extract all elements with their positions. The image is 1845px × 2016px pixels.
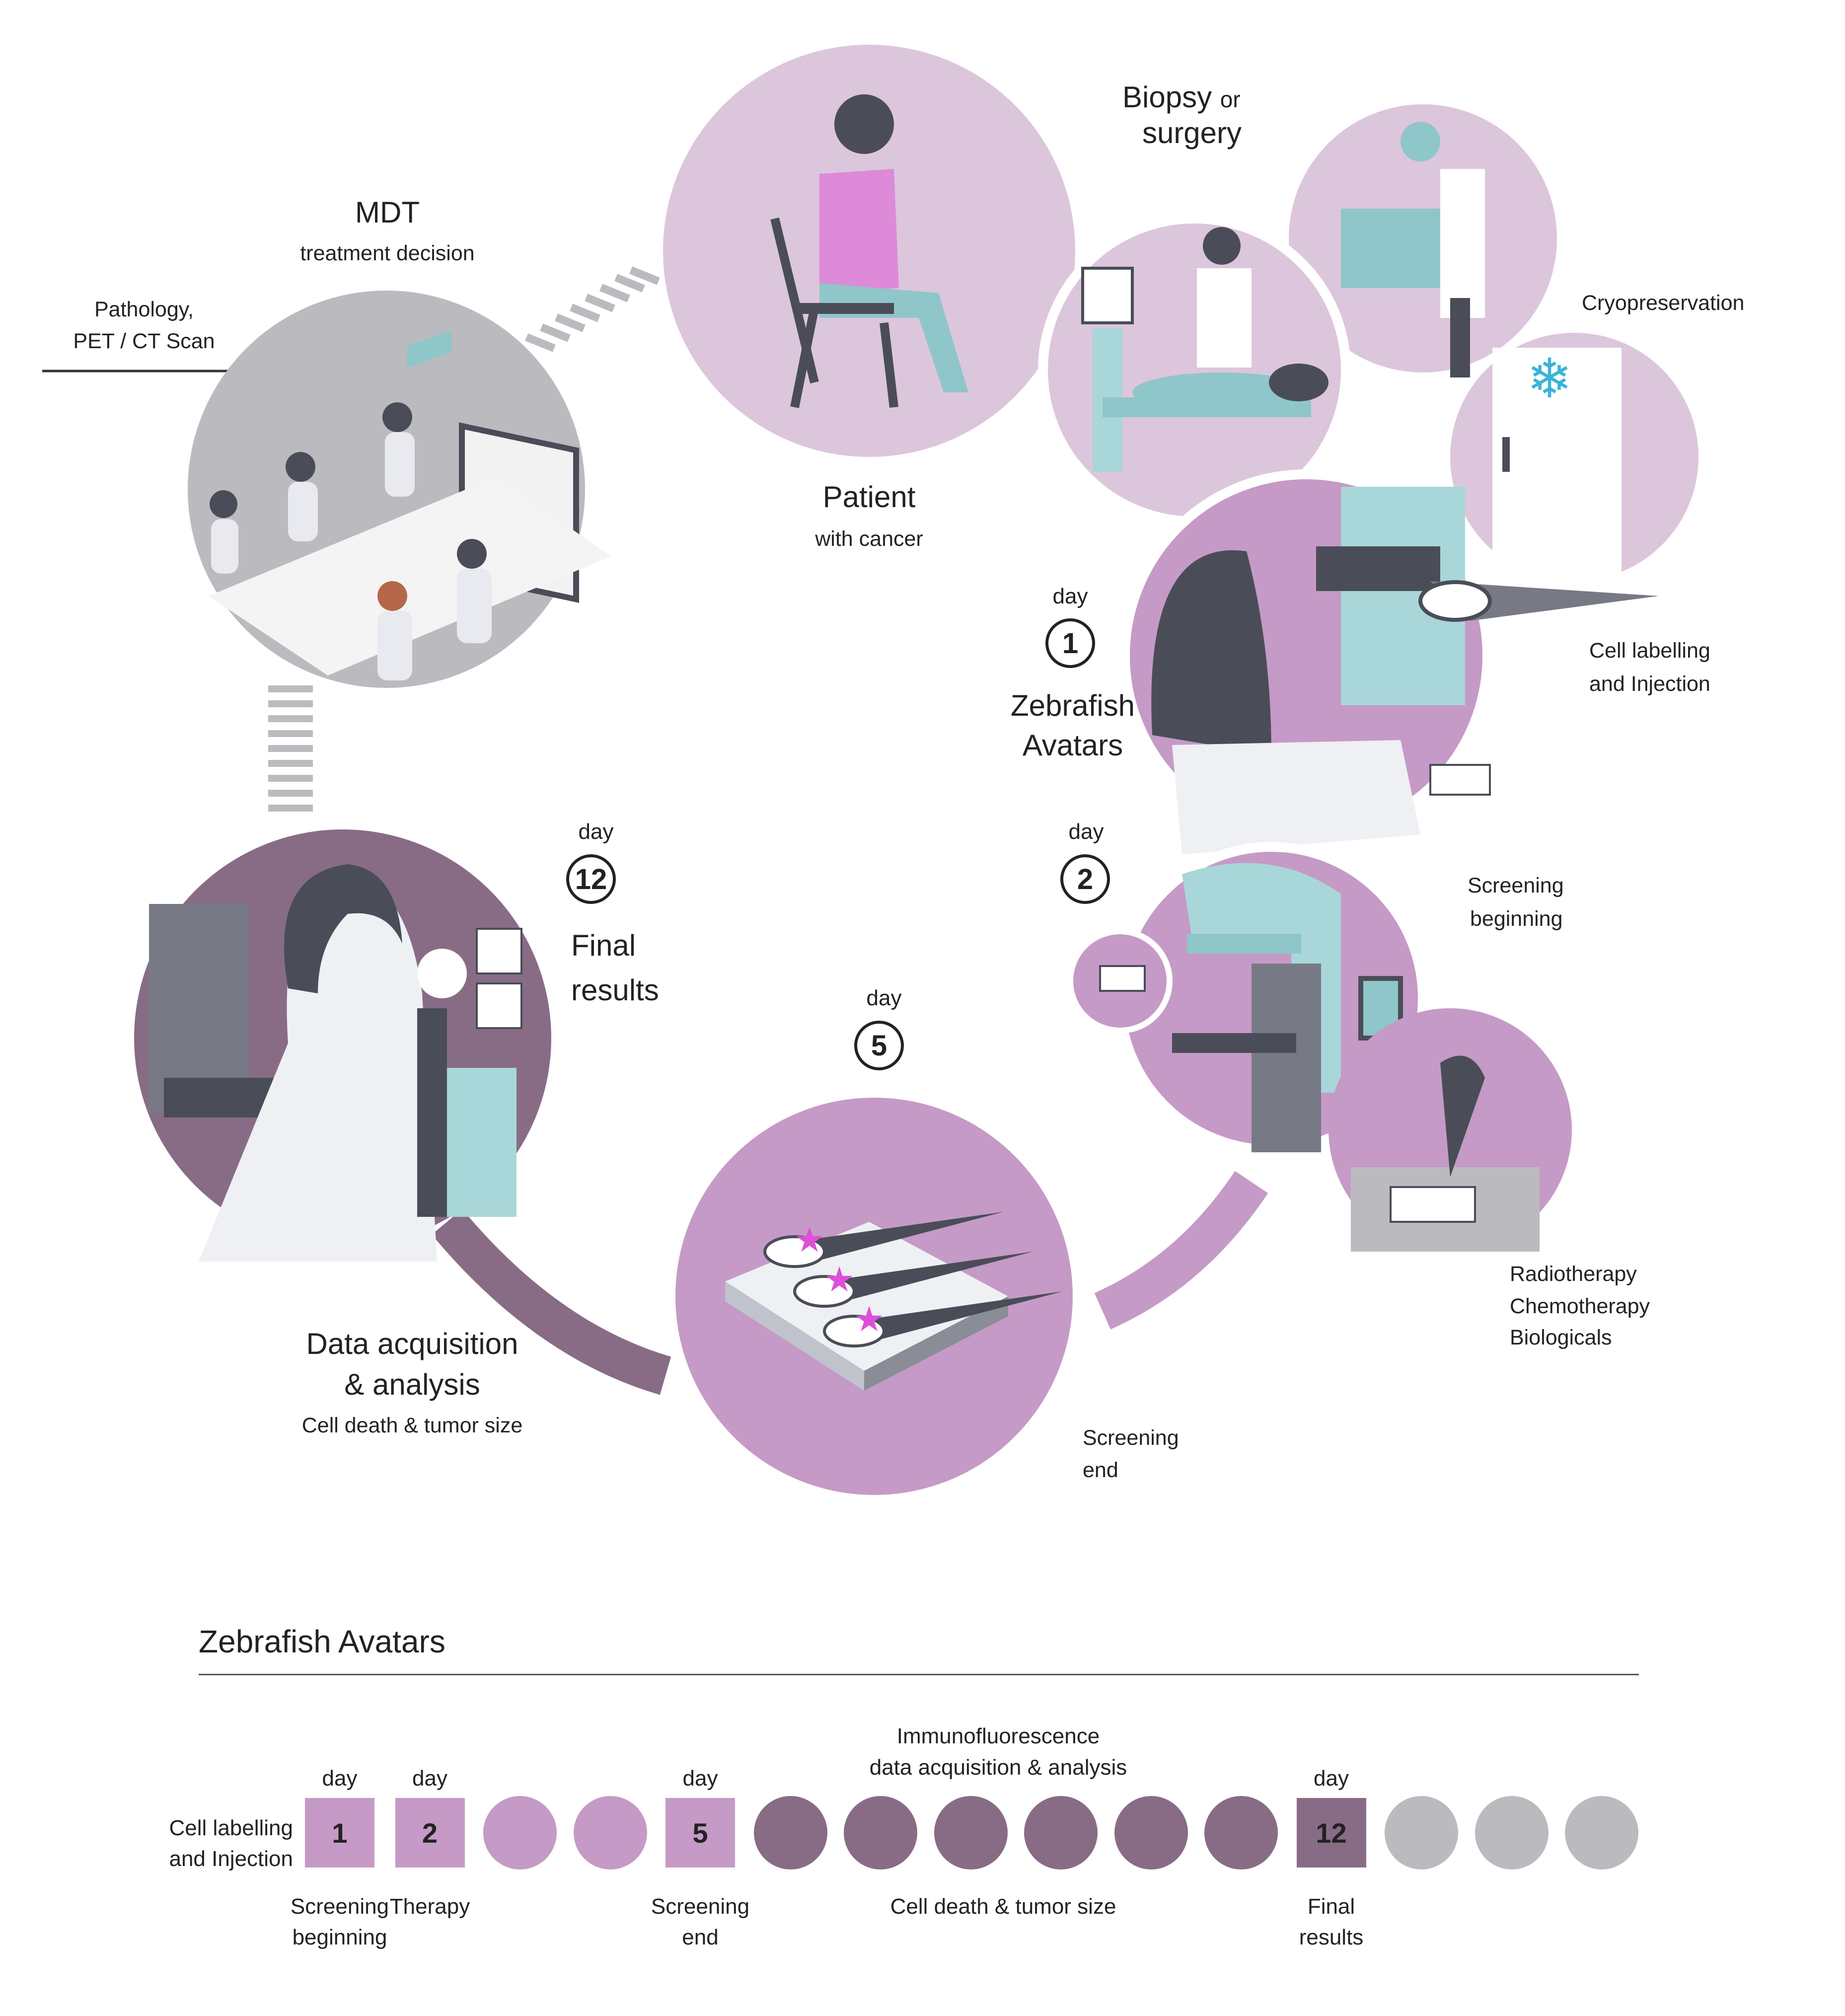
timeline-day-dot	[844, 1796, 917, 1869]
mdt-title: MDT	[355, 196, 420, 229]
timeline-immuno-line2: data acquisition & analysis	[869, 1755, 1127, 1780]
timeline-day-box: 5	[665, 1798, 735, 1867]
svg-text:❄: ❄	[1527, 347, 1572, 410]
pathology-label-line1: Pathology,	[94, 298, 194, 321]
timeline-day-box: 1	[305, 1798, 374, 1867]
timeline-day-word: day	[1314, 1766, 1349, 1791]
timeline-immuno-line1: Immunofluorescence	[896, 1724, 1100, 1748]
screening-end-label-line1: Screening	[1083, 1426, 1179, 1450]
timeline-day-word: day	[412, 1766, 447, 1791]
svg-text:★: ★	[794, 1219, 825, 1260]
mdt-meeting-illustration	[188, 291, 611, 688]
therapy-label-line1: Radiotherapy	[1510, 1262, 1637, 1286]
timeline-step-caption: Screening	[290, 1894, 389, 1919]
timeline-day-dot	[1024, 1796, 1098, 1869]
svg-text:★: ★	[854, 1299, 885, 1340]
timeline-day-dot	[573, 1796, 647, 1869]
avatars-label-line2: Avatars	[1022, 729, 1123, 762]
timeline-start-label-line1: Cell labelling	[169, 1816, 293, 1840]
timeline-day-dot	[1475, 1796, 1549, 1869]
biopsy-word: Biopsy	[1122, 80, 1212, 114]
screening-begin-day-badge: 2	[1060, 854, 1110, 904]
analysis-label-line1: Data acquisition	[306, 1327, 518, 1360]
timeline-step-caption: beginning	[292, 1925, 387, 1949]
biopsy-label-line2: surgery	[1142, 116, 1242, 149]
timeline-day-dot	[1385, 1796, 1458, 1869]
final-label-line1: Final	[571, 929, 636, 962]
timeline-step-caption: Final	[1307, 1894, 1355, 1919]
cryopreservation-illustration: ❄	[1450, 333, 1698, 581]
timeline-day-dot	[1114, 1796, 1188, 1869]
screening-begin-label-line2: beginning	[1470, 907, 1563, 931]
final-day-badge: 12	[566, 854, 616, 904]
timeline-divider	[199, 1674, 1639, 1675]
therapy-label-line3: Biologicals	[1510, 1326, 1612, 1349]
avatars-day-word: day	[1052, 584, 1088, 608]
timeline-step-caption: Screening	[651, 1894, 750, 1919]
timeline-step-caption: end	[682, 1925, 719, 1949]
injection-label-line1: Cell labelling	[1589, 639, 1710, 663]
timeline-step-caption: Therapy	[389, 1894, 470, 1919]
therapy-label-line2: Chemotherapy	[1510, 1294, 1650, 1318]
analysis-label-line2: & analysis	[344, 1368, 480, 1401]
timeline-day-dot	[934, 1796, 1008, 1869]
screening-begin-label-line1: Screening	[1468, 874, 1564, 897]
injection-illustration	[1120, 469, 1659, 854]
avatars-day-badge: 1	[1045, 618, 1095, 668]
dashed-connectors	[268, 266, 660, 812]
screening-end-day-badge: 5	[854, 1021, 904, 1070]
timeline-cell-death-label: Cell death & tumor size	[890, 1894, 1116, 1919]
avatars-label-line1: Zebrafish	[1010, 689, 1135, 722]
timeline-day-dot	[1204, 1796, 1278, 1869]
final-day-word: day	[578, 820, 614, 844]
screening-end-illustration: ★ ★ ★	[665, 1088, 1083, 1505]
analysis-illustration	[134, 829, 551, 1262]
screening-end-label-line2: end	[1083, 1458, 1118, 1482]
svg-text:★: ★	[824, 1259, 855, 1300]
pathology-label-line2: PET / CT Scan	[73, 329, 215, 353]
injection-label-line2: and Injection	[1589, 672, 1710, 696]
biopsy-label-line1: Biopsy or	[1122, 79, 1241, 115]
patient-title: Patient	[822, 480, 916, 514]
arc-analysis-to-screening	[432, 1209, 671, 1395]
therapy-illustration	[1328, 1008, 1572, 1252]
arc-screening-to-therapy	[1094, 1171, 1268, 1330]
screening-begin-day-word: day	[1068, 820, 1104, 844]
patient-subtitle: with cancer	[815, 527, 923, 551]
timeline-day-box: 2	[395, 1798, 465, 1867]
timeline-day-dot	[483, 1796, 557, 1869]
cryopreservation-label: Cryopreservation	[1582, 291, 1745, 315]
timeline-day-dot	[753, 1796, 827, 1869]
timeline-day-dot	[1565, 1796, 1638, 1869]
patient-illustration	[663, 45, 1075, 457]
timeline-day-word: day	[322, 1766, 358, 1791]
surgery-illustration	[1289, 104, 1557, 377]
timeline-day-box: 12	[1296, 1798, 1366, 1867]
mdt-subtitle: treatment decision	[300, 241, 475, 265]
timeline-title: Zebrafish Avatars	[199, 1624, 445, 1659]
timeline-day-word: day	[682, 1766, 718, 1791]
biopsy-or-word: or	[1220, 86, 1241, 112]
final-label-line2: results	[571, 973, 659, 1007]
screening-end-day-word: day	[866, 986, 902, 1010]
timeline-start-label-line2: and Injection	[169, 1847, 293, 1871]
timeline-step-caption: results	[1299, 1925, 1364, 1949]
biopsy-illustration	[1038, 214, 1351, 526]
analysis-label-line3: Cell death & tumor size	[301, 1414, 523, 1437]
